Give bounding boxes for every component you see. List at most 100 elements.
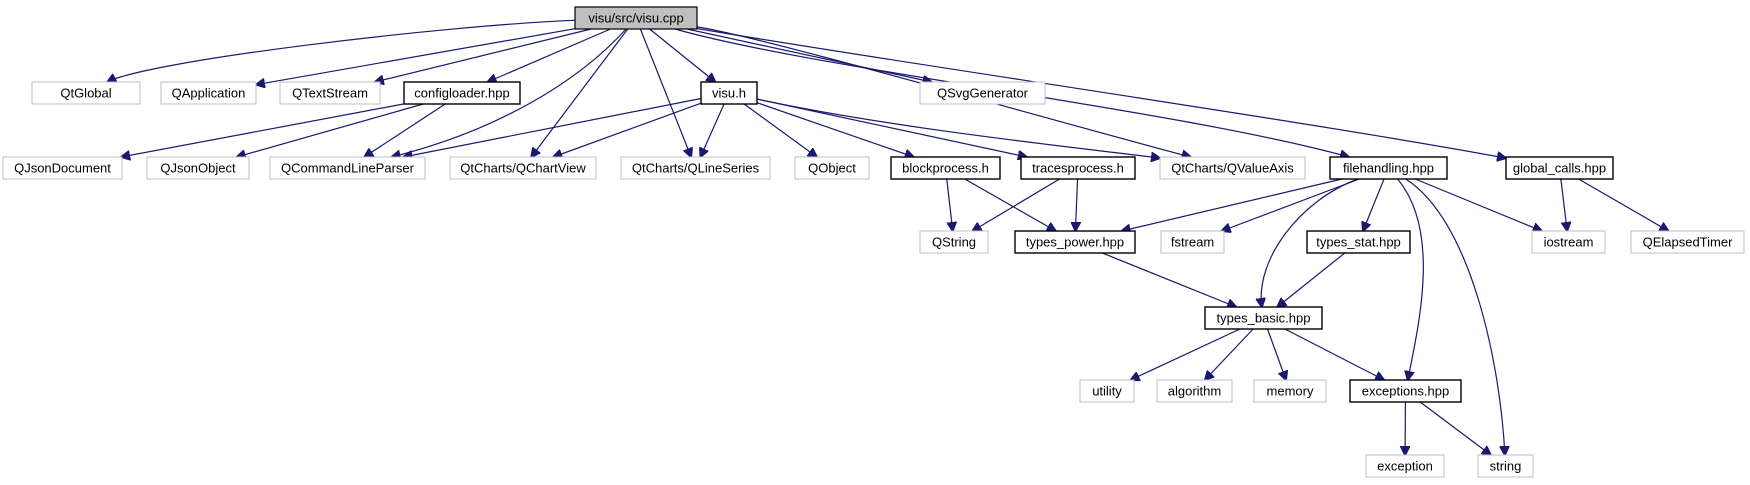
node-global_calls[interactable]: global_calls.hpp [1505, 156, 1614, 180]
node-box-fstream [1160, 230, 1225, 254]
node-qtextstream[interactable]: QTextStream [279, 81, 381, 105]
node-label-qstring: QString [932, 235, 976, 250]
node-qapplication[interactable]: QApplication [160, 81, 257, 105]
node-label-exceptions: exceptions.hpp [1362, 384, 1449, 399]
edge-visu_cpp-to-global_calls [696, 27, 1506, 159]
edge-configloader-to-qjsonobject [237, 103, 424, 157]
node-label-qsvggenerator: QSvgGenerator [937, 86, 1029, 101]
edge-visu_cpp-to-qsvggenerator [686, 28, 932, 82]
node-box-qobject [794, 156, 870, 180]
node-tracesprocess[interactable]: tracesprocess.h [1020, 156, 1136, 180]
node-box-qlineseries [620, 156, 771, 180]
node-label-exception: exception [1377, 459, 1433, 474]
edges-layer [107, 19, 1669, 455]
node-box-algorithm [1156, 379, 1233, 403]
node-label-types_power: types_power.hpp [1026, 235, 1124, 250]
node-box-types_basic [1204, 306, 1323, 330]
node-box-blockprocess [890, 156, 1001, 180]
node-box-qjsonobject [146, 156, 250, 180]
edge-visu_cpp-to-qtglobal [107, 19, 576, 82]
node-label-algorithm: algorithm [1168, 384, 1221, 399]
node-exceptions[interactable]: exceptions.hpp [1349, 379, 1462, 403]
edge-global_calls-to-iostream [1560, 178, 1567, 231]
edge-visu_cpp-to-configloader [488, 28, 611, 82]
node-label-qchartview: QtCharts/QChartView [460, 161, 586, 176]
node-qcommandlineparser[interactable]: QCommandLineParser [269, 156, 426, 180]
node-label-iostream: iostream [1544, 235, 1594, 250]
edge-visu_h-to-qvalueaxis [756, 98, 1160, 158]
node-visu_h[interactable]: visu.h [700, 81, 758, 105]
node-label-utility: utility [1092, 384, 1122, 399]
node-label-qjsondocument: QJsonDocument [14, 161, 111, 176]
edge-visu_h-to-qobject [743, 103, 817, 157]
node-box-qstring [919, 230, 989, 254]
node-box-filehandling [1329, 156, 1448, 180]
node-box-string [1477, 454, 1534, 478]
node-box-exceptions [1349, 379, 1462, 403]
node-qvalueaxis[interactable]: QtCharts/QValueAxis [1159, 156, 1306, 180]
node-label-qvalueaxis: QtCharts/QValueAxis [1171, 161, 1294, 176]
node-configloader[interactable]: configloader.hpp [403, 81, 521, 105]
node-qtglobal[interactable]: QtGlobal [31, 81, 141, 105]
node-box-visu_cpp [574, 6, 698, 30]
node-label-qelapsedtimer: QElapsedTimer [1643, 235, 1733, 250]
node-qjsonobject[interactable]: QJsonObject [146, 156, 250, 180]
edge-visu_cpp-to-qcommandlineparser [392, 28, 627, 157]
edge-visu_h-to-qlineseries [700, 103, 725, 157]
node-types_basic[interactable]: types_basic.hpp [1204, 306, 1323, 330]
node-label-fstream: fstream [1171, 235, 1214, 250]
node-qelapsedtimer[interactable]: QElapsedTimer [1630, 230, 1745, 254]
node-utility[interactable]: utility [1079, 379, 1135, 403]
node-types_stat[interactable]: types_stat.hpp [1306, 230, 1411, 254]
edge-global_calls-to-qelapsedtimer [1578, 178, 1669, 231]
node-exception[interactable]: exception [1365, 454, 1445, 478]
node-qlineseries[interactable]: QtCharts/QLineSeries [620, 156, 771, 180]
node-box-memory [1253, 379, 1327, 403]
node-box-qtglobal [31, 81, 141, 105]
edge-filehandling-to-iostream [1415, 178, 1541, 231]
node-box-types_stat [1306, 230, 1411, 254]
edge-types_basic-to-exceptions [1284, 328, 1384, 380]
node-algorithm[interactable]: algorithm [1156, 379, 1233, 403]
node-visu_cpp[interactable]: visu/src/visu.cpp [574, 6, 698, 30]
node-box-utility [1079, 379, 1135, 403]
edge-filehandling-to-fstream [1222, 178, 1360, 231]
edge-types_basic-to-algorithm [1205, 328, 1254, 380]
node-box-configloader [403, 81, 521, 105]
node-string[interactable]: string [1477, 454, 1534, 478]
node-memory[interactable]: memory [1253, 379, 1327, 403]
edge-blockprocess-to-types_power [964, 178, 1056, 231]
node-box-iostream [1531, 230, 1606, 254]
node-box-exception [1365, 454, 1445, 478]
node-box-qelapsedtimer [1630, 230, 1745, 254]
node-qstring[interactable]: QString [919, 230, 989, 254]
node-qjsondocument[interactable]: QJsonDocument [2, 156, 123, 180]
node-types_power[interactable]: types_power.hpp [1014, 230, 1136, 254]
node-box-qvalueaxis [1159, 156, 1306, 180]
edge-filehandling-to-types_power [1122, 178, 1343, 231]
node-qsvggenerator[interactable]: QSvgGenerator [919, 81, 1046, 105]
node-label-qlineseries: QtCharts/QLineSeries [632, 161, 760, 176]
node-blockprocess[interactable]: blockprocess.h [890, 156, 1001, 180]
node-iostream[interactable]: iostream [1531, 230, 1606, 254]
node-label-visu_h: visu.h [712, 86, 746, 101]
node-box-types_power [1014, 230, 1136, 254]
node-qchartview[interactable]: QtCharts/QChartView [449, 156, 597, 180]
node-label-qtextstream: QTextStream [292, 86, 368, 101]
node-label-memory: memory [1267, 384, 1314, 399]
edge-blockprocess-to-qstring [946, 178, 953, 231]
node-label-types_stat: types_stat.hpp [1316, 235, 1401, 250]
edge-visu_cpp-to-qtextstream [375, 28, 592, 82]
edge-filehandling-to-exceptions [1397, 178, 1424, 380]
node-label-types_basic: types_basic.hpp [1217, 311, 1311, 326]
edge-types_stat-to-types_basic [1277, 252, 1346, 307]
node-qobject[interactable]: QObject [794, 156, 870, 180]
node-box-qcommandlineparser [269, 156, 426, 180]
node-label-blockprocess: blockprocess.h [902, 161, 989, 176]
edge-visu_h-to-qchartview [553, 102, 702, 157]
node-filehandling[interactable]: filehandling.hpp [1329, 156, 1448, 180]
node-box-global_calls [1505, 156, 1614, 180]
node-fstream[interactable]: fstream [1160, 230, 1225, 254]
node-box-qchartview [449, 156, 597, 180]
